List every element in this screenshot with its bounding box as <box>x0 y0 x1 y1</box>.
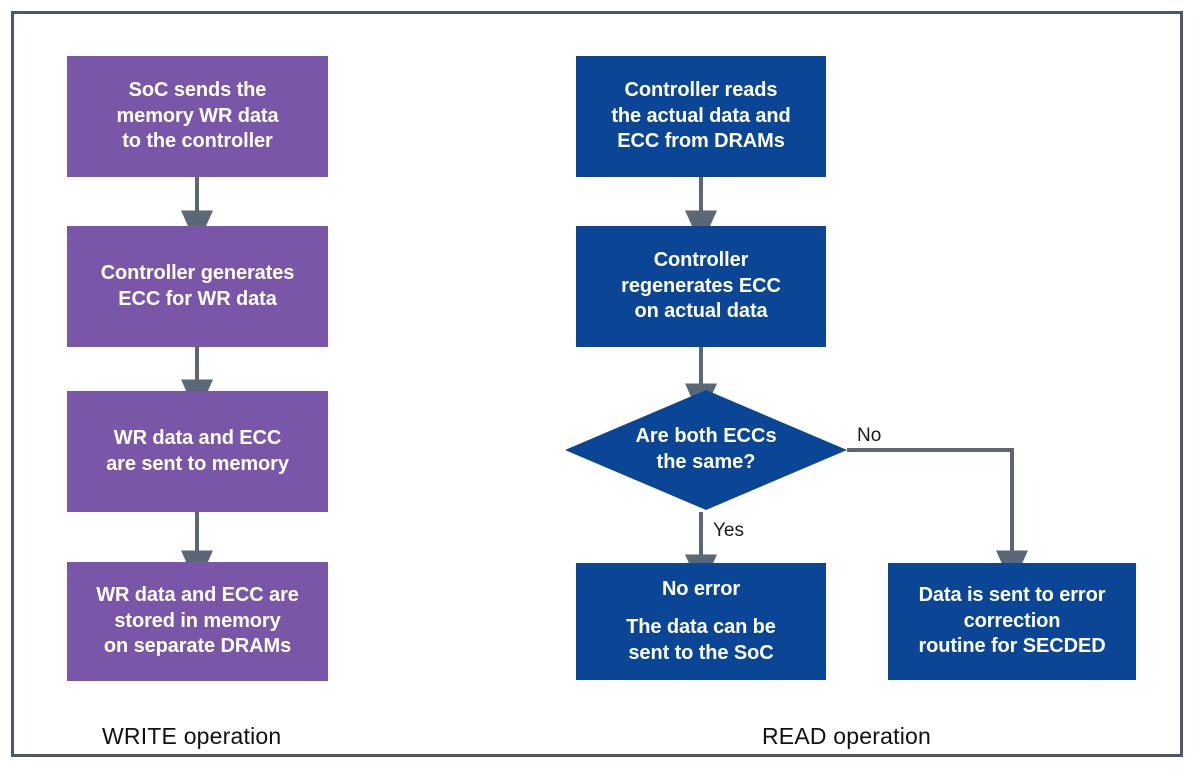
node-label: Controller regenerates ECC on actual dat… <box>621 249 781 323</box>
edge-label-no: No <box>857 425 882 446</box>
node-controller-regenerates-ecc[interactable]: Controller regenerates ECC on actual dat… <box>576 226 826 347</box>
node-soc-sends-wr-data[interactable]: SoC sends the memory WR data to the cont… <box>67 56 328 177</box>
diamond-shape <box>565 390 847 510</box>
node-label: Controller reads the actual data and ECC… <box>611 79 791 153</box>
node-wr-data-sent-to-memory[interactable]: WR data and ECC are sent to memory <box>67 391 328 512</box>
node-controller-generates-ecc[interactable]: Controller generates ECC for WR data <box>67 226 328 347</box>
caption-read-operation: READ operation <box>762 723 931 749</box>
edge-label-yes: Yes <box>713 520 744 541</box>
node-data-sent-to-secded[interactable]: Data is sent to error correction routine… <box>888 563 1136 680</box>
node-label-secondary: The data can be sent to the SoC <box>626 616 776 664</box>
node-label: Data is sent to error correction routine… <box>918 584 1106 658</box>
node-no-error-data-to-soc[interactable]: No error The data can be sent to the SoC <box>576 563 826 680</box>
node-label: WR data and ECC are sent to memory <box>106 426 289 475</box>
node-label: SoC sends the memory WR data to the cont… <box>116 79 279 153</box>
node-label-primary: No error <box>661 577 741 600</box>
node-controller-reads-data[interactable]: Controller reads the actual data and ECC… <box>576 56 826 177</box>
node-label: WR data and ECC are stored in memory on … <box>96 584 299 658</box>
node-label: Controller generates ECC for WR data <box>100 261 295 310</box>
caption-write-operation: WRITE operation <box>102 723 282 749</box>
decision-label: Are both ECCs the same? <box>635 425 777 473</box>
decision-are-both-eccs-same[interactable]: Are both ECCs the same? <box>565 390 847 510</box>
node-wr-data-stored-in-memory[interactable]: WR data and ECC are stored in memory on … <box>67 562 328 681</box>
